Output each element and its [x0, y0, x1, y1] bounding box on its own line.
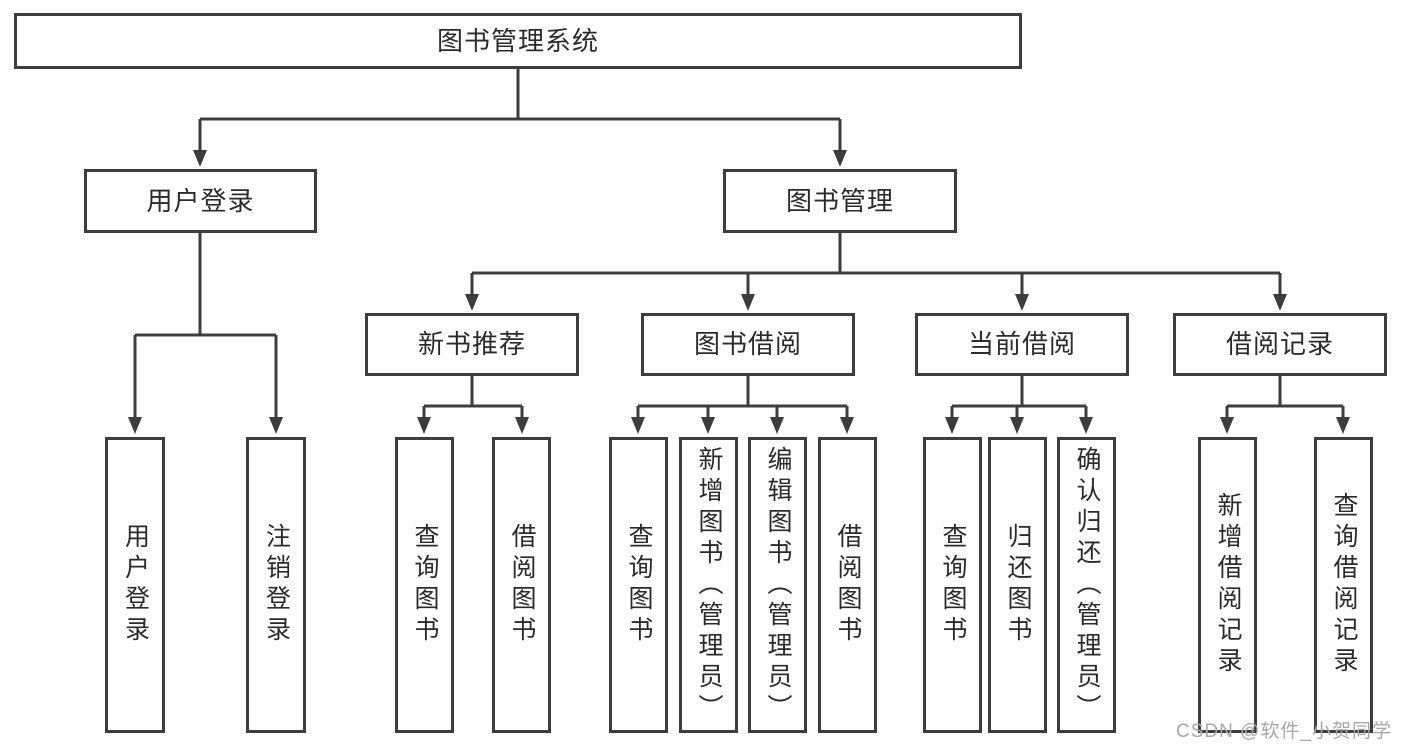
node-label: 借阅记录	[1225, 329, 1334, 360]
node-label: 当前借阅	[967, 329, 1076, 360]
node-label: 新增图书（管理员）	[695, 445, 723, 725]
node-book-management: 图书管理	[723, 169, 957, 233]
node-label: 编辑图书（管理员）	[764, 445, 792, 725]
node-label: 查询图书	[939, 523, 967, 647]
node-label: 用户登录	[121, 523, 150, 647]
leaf-query-books-current: 查询图书	[923, 437, 982, 733]
leaf-borrow-books: 借阅图书	[818, 437, 877, 733]
leaf-confirm-return-admin: 确认归还（管理员）	[1057, 437, 1116, 733]
csdn-watermark: CSDN @软件_小贺同学	[1176, 721, 1392, 742]
leaf-edit-book-admin: 编辑图书（管理员）	[748, 437, 807, 733]
node-label: 查询图书	[625, 523, 653, 647]
leaf-borrow-books-recommend: 借阅图书	[492, 437, 551, 733]
node-library-management-system: 图书管理系统	[14, 13, 1022, 69]
leaf-query-books-borrowing: 查询图书	[609, 437, 668, 733]
node-label: 新增借阅记录	[1214, 492, 1242, 678]
node-borrowing-records: 借阅记录	[1173, 313, 1387, 376]
leaf-user-login: 用户登录	[105, 437, 165, 733]
node-label: 查询借阅记录	[1330, 492, 1358, 678]
node-book-borrowing: 图书借阅	[641, 313, 855, 376]
node-label: 图书管理系统	[436, 25, 599, 56]
node-label: 图书借阅	[693, 329, 802, 360]
node-label: 新书推荐	[417, 329, 526, 360]
node-current-borrowing: 当前借阅	[915, 313, 1129, 376]
node-label: 图书管理	[785, 185, 894, 216]
node-label: 归还图书	[1004, 523, 1032, 647]
node-label: 借阅图书	[834, 523, 862, 647]
leaf-add-borrow-record: 新增借阅记录	[1198, 437, 1257, 733]
node-label: 借阅图书	[508, 523, 536, 647]
leaf-return-book: 归还图书	[988, 437, 1047, 733]
node-label: 确认归还（管理员）	[1073, 445, 1101, 725]
node-label: 注销登录	[262, 523, 291, 647]
leaf-add-book-admin: 新增图书（管理员）	[679, 437, 738, 733]
arrowhead-icons	[128, 150, 1350, 434]
leaf-query-books-recommend: 查询图书	[395, 437, 454, 733]
node-new-book-recommend: 新书推荐	[365, 313, 579, 376]
node-label: 用户登录	[146, 185, 255, 216]
leaf-query-borrow-record: 查询借阅记录	[1314, 437, 1373, 733]
node-user-login: 用户登录	[84, 169, 317, 233]
leaf-logout: 注销登录	[246, 437, 306, 733]
node-label: 查询图书	[411, 523, 439, 647]
